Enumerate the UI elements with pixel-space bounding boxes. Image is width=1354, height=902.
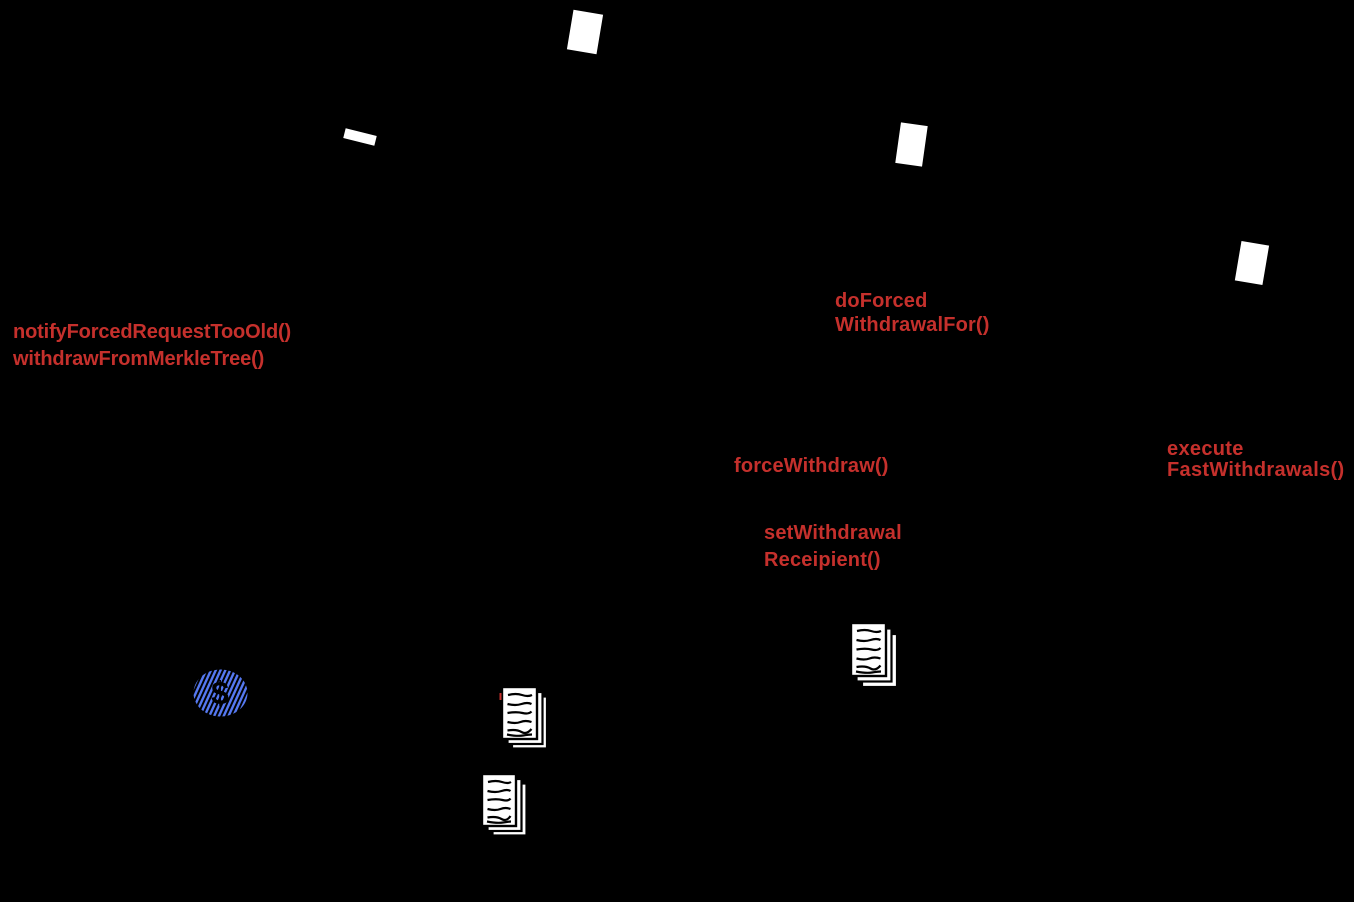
- svg-text:$: $: [211, 675, 229, 711]
